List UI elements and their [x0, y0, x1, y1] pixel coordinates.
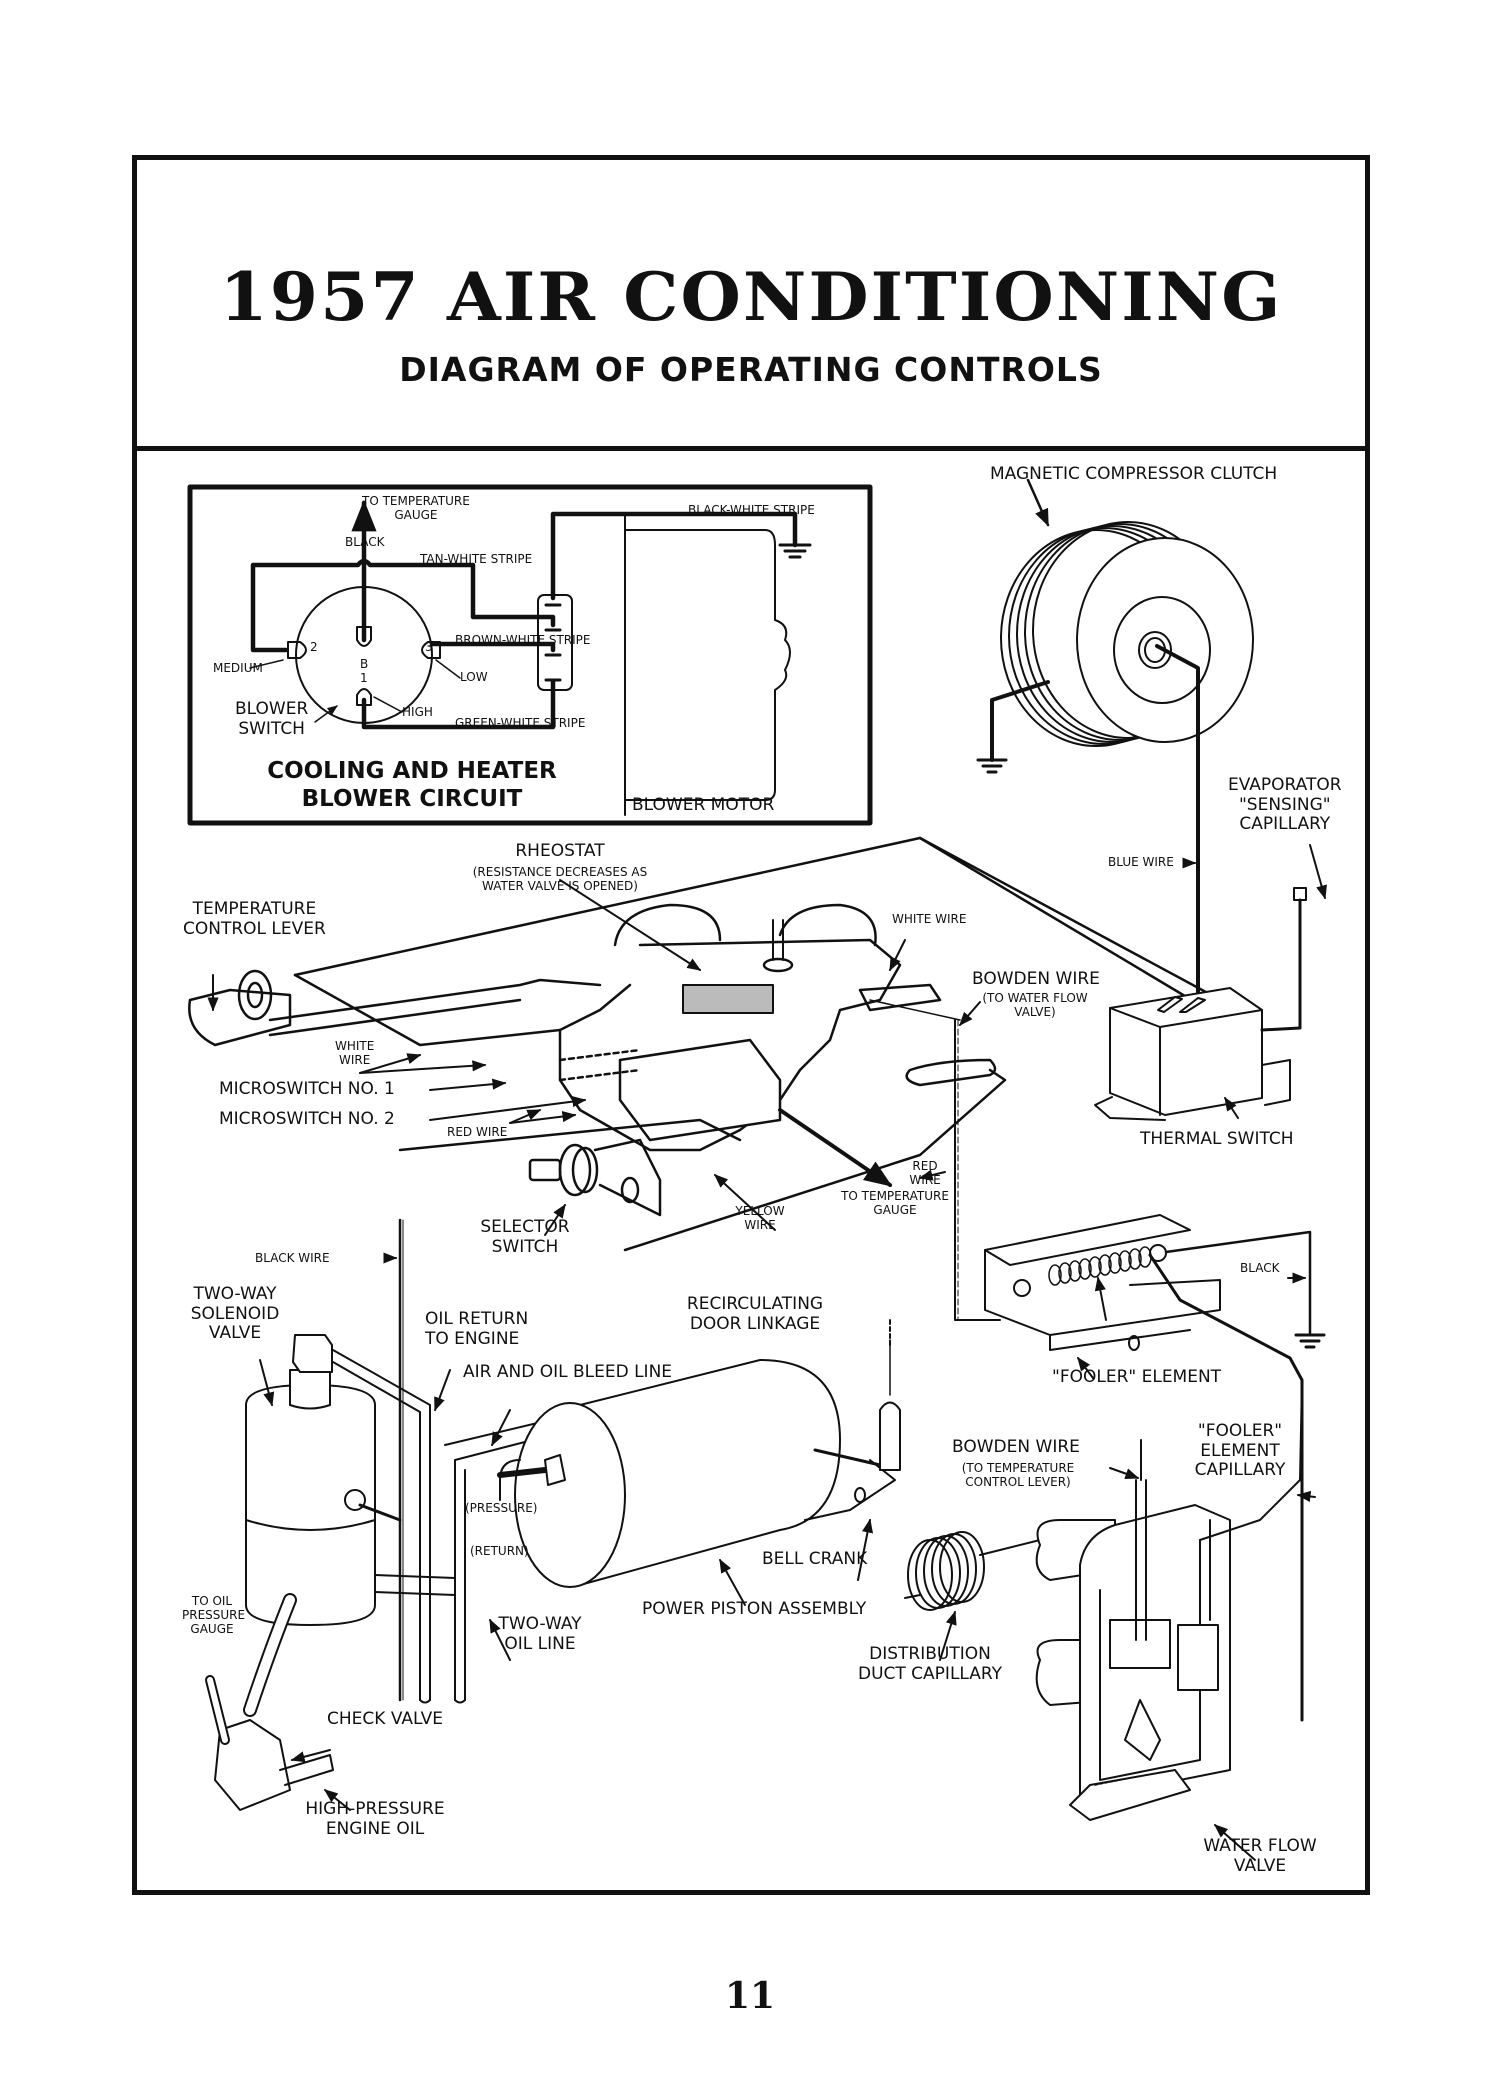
label-pressure: (PRESSURE)	[465, 1501, 538, 1515]
label-terminal-b: B	[360, 657, 369, 671]
magnetic-clutch-drawing	[976, 478, 1254, 1017]
label-circuit-title-1: COOLING AND HEATER	[267, 758, 557, 784]
label-red-wire-right: RED WIRE	[909, 1159, 941, 1187]
thermal-switch-drawing	[1094, 887, 1307, 1121]
label-to-temperature-gauge-inset: TO TEMPERATURE GAUGE	[362, 494, 470, 522]
label-temperature-control-lever: TEMPERATURE CONTROL LEVER	[183, 899, 326, 939]
label-medium: MEDIUM	[213, 661, 263, 675]
title-box: 1957 AIR CONDITIONING DIAGRAM OF OPERATI…	[137, 160, 1365, 451]
black-white-wire	[550, 511, 798, 601]
label-to-temperature-gauge: TO TEMPERATURE GAUGE	[841, 1189, 949, 1217]
brown-white-wire	[429, 641, 556, 653]
motor-terminal-block	[537, 594, 573, 691]
label-to-oil-pressure-gauge: TO OIL PRESSURE GAUGE	[182, 1594, 246, 1636]
label-high: HIGH	[402, 705, 433, 719]
distribution-capillary-coil	[904, 1531, 1041, 1611]
label-return: (RETURN)	[470, 1544, 529, 1558]
label-terminal-2: 2	[310, 640, 318, 654]
label-recirculating-door-linkage: RECIRCULATING DOOR LINKAGE	[686, 1294, 824, 1334]
label-blower-motor: BLOWER MOTOR	[632, 795, 775, 815]
label-fooler-element-capillary: "FOOLER" ELEMENT CAPILLARY	[1194, 1421, 1286, 1481]
label-blue-wire: BLUE WIRE	[1108, 855, 1174, 869]
ground-symbol	[778, 543, 812, 559]
terminal-1	[356, 688, 372, 706]
label-two-way-solenoid-valve: TWO-WAY SOLENOID VALVE	[190, 1284, 280, 1344]
label-magnetic-compressor-clutch: MAGNETIC COMPRESSOR CLUTCH	[990, 464, 1278, 484]
label-thermal-switch: THERMAL SWITCH	[1140, 1129, 1294, 1149]
blower-motor-outline	[624, 514, 791, 816]
label-fooler-element: "FOOLER" ELEMENT	[1052, 1367, 1222, 1387]
label-selector-switch: SELECTOR SWITCH	[480, 1217, 570, 1257]
label-air-oil-bleed-line: AIR AND OIL BLEED LINE	[463, 1362, 673, 1382]
label-green-white-stripe: GREEN-WHITE STRIPE	[455, 716, 586, 730]
label-high-pressure-engine-oil: HIGH-PRESSURE ENGINE OIL	[305, 1799, 445, 1839]
label-distribution-duct-capillary: DISTRIBUTION DUCT CAPILLARY	[857, 1644, 1003, 1684]
label-terminal-1: 1	[360, 671, 368, 685]
label-bowden-wire-water-note: (TO WATER FLOW VALVE)	[982, 991, 1088, 1019]
label-evaporator-capillary: EVAPORATOR "SENSING" CAPILLARY	[1228, 775, 1342, 835]
label-oil-return-to-engine: OIL RETURN TO ENGINE	[425, 1309, 529, 1349]
label-circuit-title-2: BLOWER CIRCUIT	[301, 786, 523, 812]
label-two-way-oil-line: TWO-WAY OIL LINE	[498, 1614, 582, 1654]
label-bowden-wire-temp: BOWDEN WIRE	[952, 1437, 1080, 1457]
terminal-3	[421, 641, 441, 659]
label-bowden-wire-temp-note: (TO TEMPERATURE CONTROL LEVER)	[961, 1461, 1075, 1489]
label-low: LOW	[460, 670, 488, 684]
label-tan-white-stripe: TAN-WHITE STRIPE	[420, 552, 533, 566]
water-flow-valve-drawing	[1035, 1379, 1303, 1821]
fooler-element-drawing	[984, 1214, 1326, 1722]
label-microswitch-2: MICROSWITCH NO. 2	[219, 1109, 395, 1129]
label-white-wire-left: WHITE WIRE	[335, 1039, 375, 1067]
page-number: 11	[724, 1975, 776, 2017]
label-water-flow-valve: WATER FLOW VALVE	[1203, 1836, 1317, 1876]
terminal-b	[356, 626, 372, 647]
power-piston-drawing	[497, 1339, 901, 1588]
page-subtitle: DIAGRAM OF OPERATING CONTROLS	[399, 350, 1103, 389]
label-check-valve: CHECK VALVE	[327, 1709, 443, 1729]
label-blower-switch: BLOWER SWITCH	[235, 699, 309, 739]
label-rheostat: RHEOSTAT	[515, 841, 605, 861]
terminal-2	[287, 641, 307, 659]
solenoid-valve-drawing	[205, 1334, 553, 1811]
clutch-ground-symbol	[976, 758, 1008, 774]
label-white-wire-top: WHITE WIRE	[892, 912, 967, 926]
label-yellow-wire: YELLOW WIRE	[735, 1204, 785, 1232]
control-panel-assembly	[188, 836, 1232, 1702]
label-red-wire-left: RED WIRE	[447, 1125, 508, 1139]
label-bowden-wire-water: BOWDEN WIRE	[972, 969, 1100, 989]
label-black: BLACK	[1240, 1261, 1280, 1275]
label-black-inset: BLACK	[345, 535, 385, 549]
leader-arrows	[207, 844, 1327, 1861]
label-microswitch-1: MICROSWITCH NO. 1	[219, 1079, 395, 1099]
label-black-white-stripe: BLACK-WHITE STRIPE	[688, 503, 815, 517]
label-terminal-3: 3	[425, 640, 433, 654]
page-frame: 1957 AIR CONDITIONING DIAGRAM OF OPERATI…	[132, 155, 1370, 1895]
blower-circuit-border	[187, 484, 873, 826]
green-white-wire	[361, 678, 556, 730]
page-title: 1957 AIR CONDITIONING	[219, 258, 1283, 336]
fooler-ground-symbol	[1294, 1333, 1326, 1349]
tan-white-wire	[250, 558, 556, 653]
label-rheostat-note: (RESISTANCE DECREASES AS WATER VALVE IS …	[472, 865, 648, 893]
label-brown-white-stripe: BROWN-WHITE STRIPE	[455, 633, 591, 647]
blower-circuit-inset	[187, 484, 873, 826]
label-black-wire: BLACK WIRE	[255, 1251, 330, 1265]
label-bell-crank: BELL CRANK	[762, 1549, 868, 1569]
label-power-piston-assembly: POWER PISTON ASSEMBLY	[642, 1599, 867, 1619]
